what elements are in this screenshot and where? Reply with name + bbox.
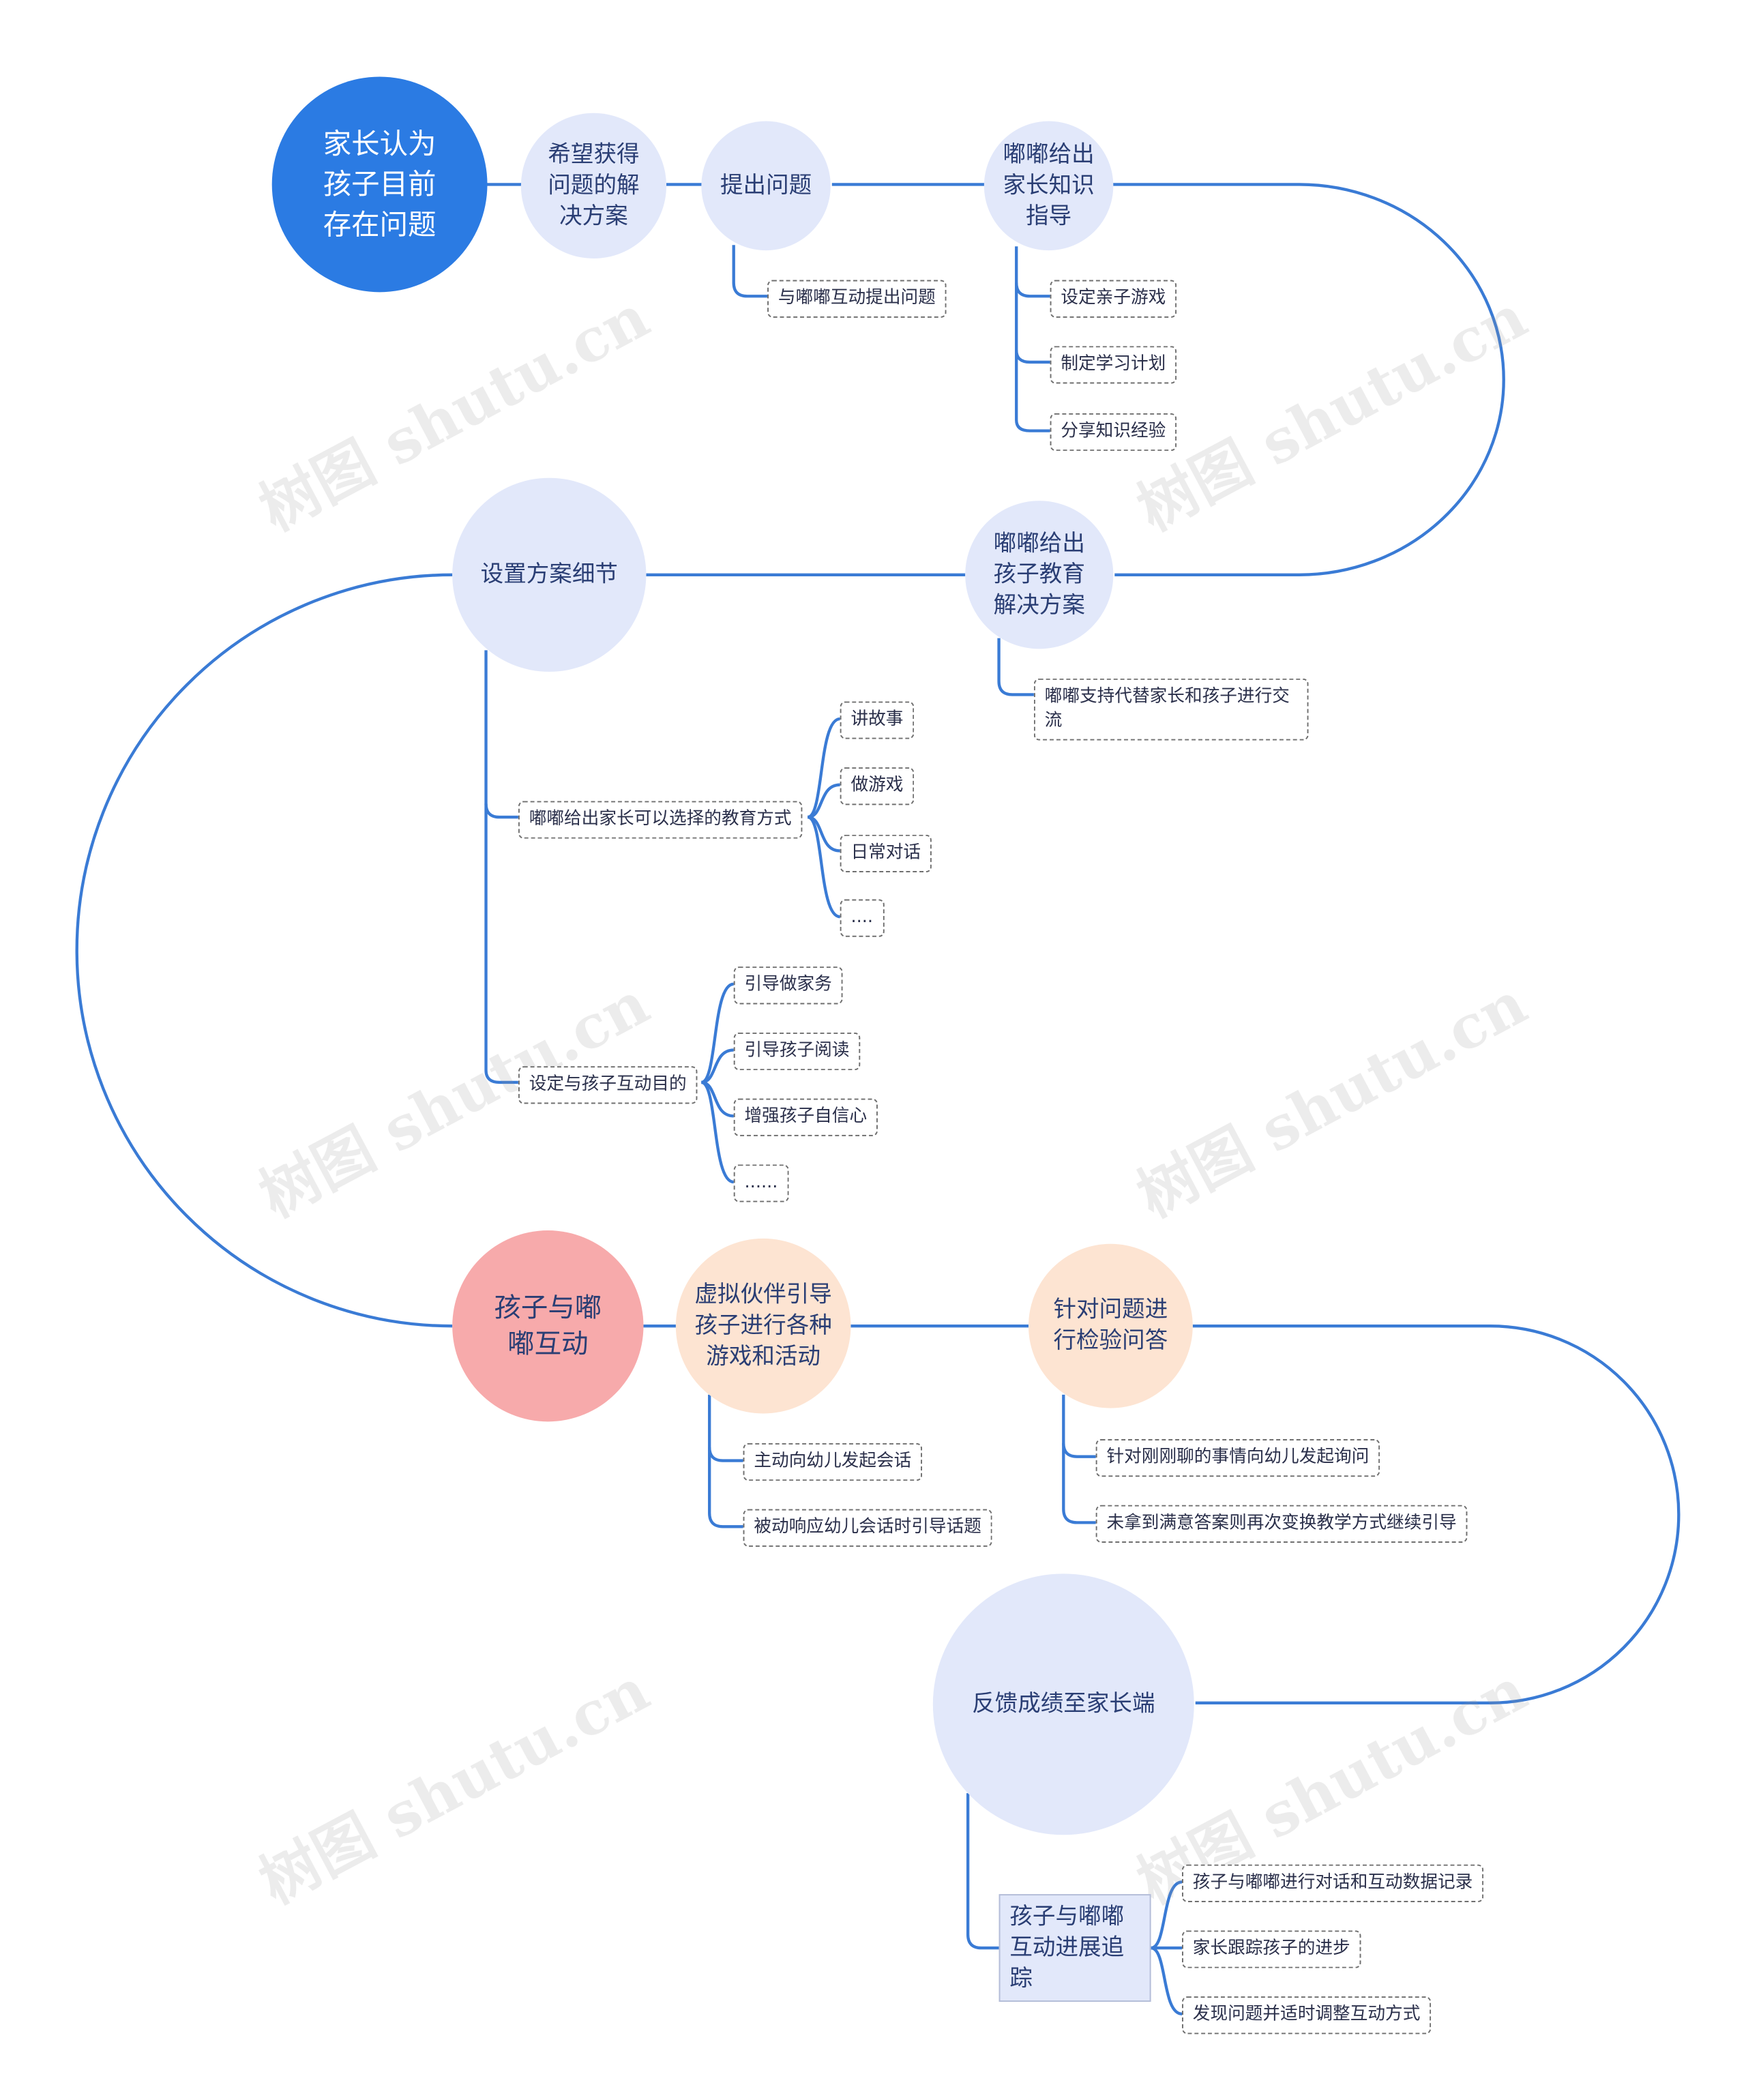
leaf-track-3[interactable]: 发现问题并适时调整互动方式	[1181, 1996, 1432, 2035]
node-ask[interactable]: 提出问题	[701, 121, 831, 251]
node-virtual[interactable]: 虚拟伙伴引导孩子进行各种游戏和活动	[675, 1238, 851, 1414]
leaf-track-1[interactable]: 孩子与嘟嘟进行对话和互动数据记录	[1181, 1864, 1484, 1902]
leaf-guide-2[interactable]: 制定学习计划	[1050, 346, 1177, 384]
node-guide[interactable]: 嘟嘟给出家长知识指导	[983, 121, 1114, 251]
root-node-label: 家长认为孩子目前存在问题	[323, 128, 436, 241]
leaf-methods-2[interactable]: 做游戏	[840, 767, 915, 805]
node-detail[interactable]: 设置方案细节	[452, 477, 647, 672]
node-interact[interactable]: 孩子与嘟嘟互动	[452, 1230, 644, 1422]
leaf-check-1[interactable]: 针对刚刚聊的事情向幼儿发起询问	[1095, 1438, 1380, 1477]
leaf-solution-1[interactable]: 嘟嘟支持代替家长和孩子进行交流	[1033, 678, 1309, 741]
node-solution-label: 嘟嘟给出孩子教育解决方案	[993, 529, 1085, 619]
node-track[interactable]: 孩子与嘟嘟互动进展追踪	[998, 1894, 1151, 2002]
leaf-check-2[interactable]: 未拿到满意答案则再次变换教学方式继续引导	[1095, 1505, 1468, 1543]
leaf-goals-4[interactable]: ......	[733, 1164, 789, 1202]
node-track-label: 孩子与嘟嘟互动进展追踪	[1009, 1903, 1125, 1993]
leaf-detail-goals[interactable]: 设定与孩子互动目的	[518, 1066, 698, 1104]
node-ask-label: 提出问题	[720, 171, 812, 199]
node-feedback[interactable]: 反馈成绩至家长端	[932, 1573, 1194, 1835]
node-interact-label: 孩子与嘟嘟互动	[494, 1290, 602, 1360]
leaf-guide-3[interactable]: 分享知识经验	[1050, 413, 1177, 452]
leaf-ask-1[interactable]: 与嘟嘟互动提出问题	[767, 280, 947, 318]
node-hope-label: 希望获得问题的解决方案	[548, 141, 640, 230]
node-check-label: 针对问题进行检验问答	[1053, 1296, 1168, 1355]
node-feedback-label: 反馈成绩至家长端	[972, 1690, 1155, 1717]
leaf-goals-2[interactable]: 引导孩子阅读	[733, 1032, 861, 1071]
leaf-guide-1[interactable]: 设定亲子游戏	[1050, 280, 1177, 318]
leaf-methods-3[interactable]: 日常对话	[840, 834, 932, 873]
leaf-virtual-2[interactable]: 被动响应幼儿会话时引导话题	[743, 1509, 992, 1547]
leaf-goals-3[interactable]: 增强孩子自信心	[733, 1098, 878, 1136]
leaf-track-2[interactable]: 家长跟踪孩子的进步	[1181, 1930, 1361, 1968]
node-detail-label: 设置方案细节	[480, 561, 618, 588]
node-virtual-label: 虚拟伙伴引导孩子进行各种游戏和活动	[694, 1281, 832, 1370]
root-node[interactable]: 家长认为孩子目前存在问题	[271, 76, 488, 293]
node-check[interactable]: 针对问题进行检验问答	[1028, 1243, 1193, 1408]
leaf-detail-methods[interactable]: 嘟嘟给出家长可以选择的教育方式	[518, 801, 803, 839]
node-hope[interactable]: 希望获得问题的解决方案	[520, 113, 667, 258]
leaf-methods-4[interactable]: ....	[840, 899, 884, 937]
node-guide-label: 嘟嘟给出家长知识指导	[1003, 141, 1095, 230]
leaf-methods-1[interactable]: 讲故事	[840, 701, 915, 739]
node-solution[interactable]: 嘟嘟给出孩子教育解决方案	[965, 501, 1114, 649]
leaf-virtual-1[interactable]: 主动向幼儿发起会话	[743, 1443, 923, 1481]
leaf-goals-1[interactable]: 引导做家务	[733, 966, 843, 1005]
